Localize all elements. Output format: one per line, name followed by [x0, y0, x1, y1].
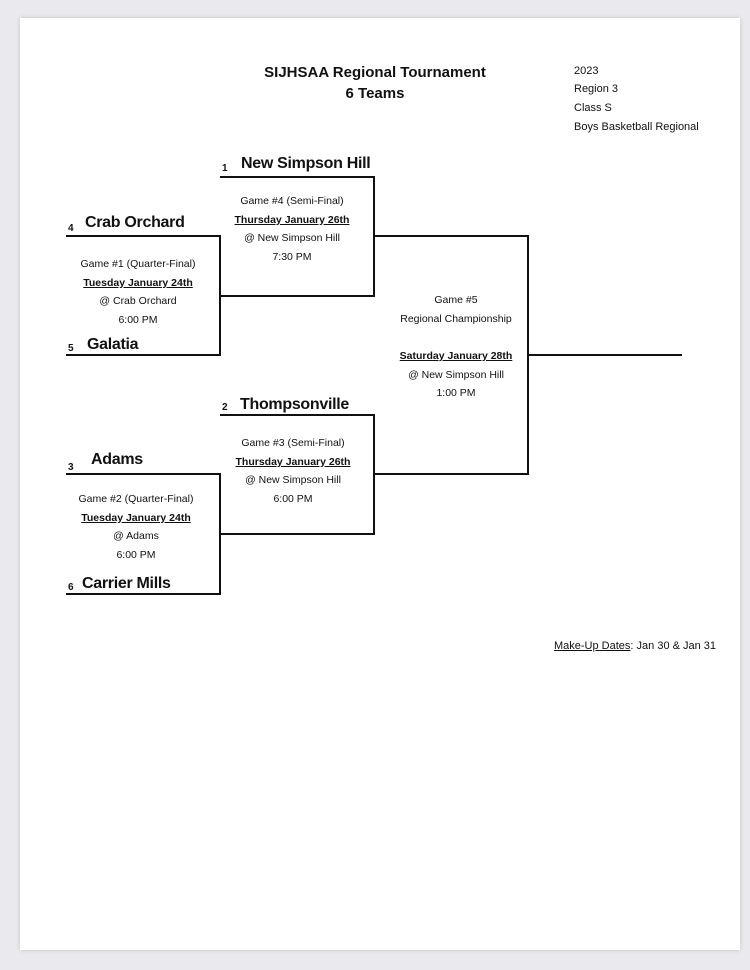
team-name: Carrier Mills	[82, 575, 171, 592]
bracket-line-g4-winner	[374, 235, 529, 237]
game-title: Game #4 (Semi-Final)	[240, 195, 344, 207]
seed-number: 2	[222, 402, 228, 413]
bracket-line-g2-right	[219, 473, 221, 595]
bracket-line-seed4	[66, 235, 221, 237]
game-5-info: Game #5 Regional Championship	[371, 291, 541, 328]
bracket-line-g3-winner	[374, 473, 529, 475]
page-subtitle: 6 Teams	[345, 85, 405, 102]
game-3-info: Game #3 (Semi-Final) Thursday January 26…	[208, 434, 378, 509]
game-time: 7:30 PM	[272, 251, 312, 264]
game-venue: @ New Simpson Hill	[244, 232, 340, 245]
bracket-line-g1-winner	[220, 295, 375, 297]
game-title: Game #2 (Quarter-Final)	[78, 493, 194, 505]
game-venue: @ New Simpson Hill	[245, 474, 341, 487]
game-time: 1:00 PM	[436, 387, 476, 400]
game-2-info: Game #2 (Quarter-Final) Tuesday January …	[51, 490, 221, 565]
team-name: New Simpson Hill	[241, 155, 371, 172]
page-title: SIJHSAA Regional Tournament	[264, 64, 486, 81]
makeup-label: Make-Up Dates	[554, 640, 631, 652]
bracket-line-g3-right	[373, 414, 375, 535]
game-date: Thursday January 26th	[235, 455, 351, 468]
game-4-info: Game #4 (Semi-Final) Thursday January 26…	[207, 192, 377, 267]
bracket-line-champion	[528, 354, 682, 356]
game-date: Tuesday January 24th	[81, 511, 191, 524]
team-name: Adams	[91, 451, 143, 468]
team-name: Galatia	[87, 336, 139, 353]
bracket-line-g1-right	[219, 235, 221, 356]
game-subtitle: Regional Championship	[400, 312, 512, 325]
game-time: 6:00 PM	[273, 493, 313, 506]
meta-region: Region 3	[574, 83, 619, 95]
meta-year: 2023	[574, 65, 599, 77]
game-time: 6:00 PM	[118, 314, 158, 327]
bracket-line-seed1	[220, 176, 374, 178]
bracket-line-seed6	[66, 593, 221, 595]
game-title: Game #3 (Semi-Final)	[241, 437, 345, 449]
game-date: Saturday January 28th	[399, 350, 513, 362]
makeup-value: : Jan 30 & Jan 31	[630, 640, 717, 652]
game-date: Tuesday January 24th	[83, 276, 193, 289]
seed-number: 3	[68, 462, 74, 473]
game-title: Game #5	[434, 294, 478, 306]
game-date: Thursday January 26th	[234, 213, 350, 226]
game-title: Game #1 (Quarter-Final)	[80, 258, 196, 270]
meta-event: Boys Basketball Regional	[574, 121, 699, 133]
bracket-line-g2-winner	[220, 533, 375, 535]
bracket-line-seed2	[220, 414, 375, 416]
game-venue: @ Adams	[113, 530, 159, 543]
meta-class: Class S	[574, 102, 612, 114]
game-venue: @ Crab Orchard	[99, 295, 177, 308]
seed-number: 1	[222, 163, 228, 174]
seed-number: 4	[68, 223, 74, 234]
game-5-schedule: Saturday January 28th @ New Simpson Hill…	[371, 347, 541, 403]
team-name: Crab Orchard	[85, 214, 185, 231]
game-time: 6:00 PM	[116, 549, 156, 562]
bracket-line-seed5	[66, 354, 221, 356]
seed-number: 6	[68, 582, 74, 593]
game-venue: @ New Simpson Hill	[408, 368, 504, 381]
game-1-info: Game #1 (Quarter-Final) Tuesday January …	[53, 255, 223, 330]
team-name: Thompsonville	[240, 396, 349, 413]
seed-number: 5	[68, 343, 74, 354]
bracket-line-seed3	[66, 473, 221, 475]
bracket-sheet	[20, 18, 740, 950]
makeup-dates: Make-Up Dates: Jan 30 & Jan 31	[554, 640, 716, 652]
